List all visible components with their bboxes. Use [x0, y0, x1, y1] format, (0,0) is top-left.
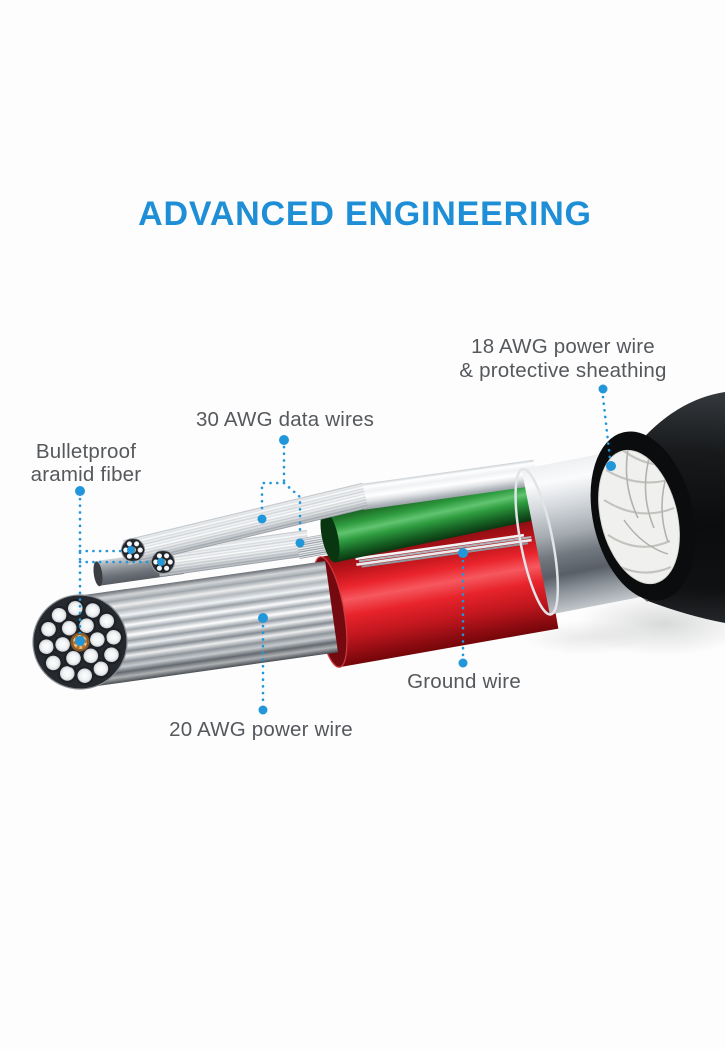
- label-ground: Ground wire: [407, 670, 521, 693]
- label-18awg-line1: 18 AWG power wire: [471, 335, 655, 358]
- data-wire-2: [156, 529, 311, 577]
- leader-origin-dot: [598, 384, 608, 394]
- stranded-bundle-20awg: [32, 561, 338, 690]
- label-18awg-line2: & protective sheathing: [459, 359, 666, 382]
- ground-wires: [355, 533, 532, 568]
- label-30awg: 30 AWG data wires: [196, 408, 374, 431]
- leader-ground: [458, 548, 468, 668]
- label-20awg: 20 AWG power wire: [169, 718, 353, 741]
- callout-leaders: [75, 384, 616, 715]
- cable-illustration: [32, 392, 725, 690]
- leader-target-dot: [258, 613, 268, 623]
- callout-labels: 18 AWG power wire & protective sheathing…: [31, 335, 667, 741]
- leader-target-dot: [127, 546, 135, 554]
- leader-origin-dot: [75, 486, 85, 496]
- leader-target-dot: [157, 558, 165, 566]
- leader-origin-dot: [458, 658, 468, 668]
- label-aramid-line2: aramid fiber: [31, 463, 142, 486]
- leader-target-dot: [458, 548, 468, 558]
- label-aramid-line1: Bulletproof: [36, 440, 136, 463]
- data-wire-1: [122, 459, 538, 566]
- leader-target-dot: [257, 514, 267, 524]
- leader-30awg: [257, 435, 305, 548]
- leader-target-dot: [606, 461, 616, 471]
- leader-origin-dot: [258, 705, 268, 715]
- leader-origin-dot: [279, 435, 289, 445]
- page-title: ADVANCED ENGINEERING: [138, 195, 592, 233]
- outer-jacket: [590, 392, 725, 623]
- leader-20awg: [258, 613, 268, 715]
- leader-18awg: [598, 384, 616, 471]
- leader-aramid: [75, 486, 165, 646]
- leader-target-dot: [75, 636, 85, 646]
- leader-target-dot: [295, 538, 305, 548]
